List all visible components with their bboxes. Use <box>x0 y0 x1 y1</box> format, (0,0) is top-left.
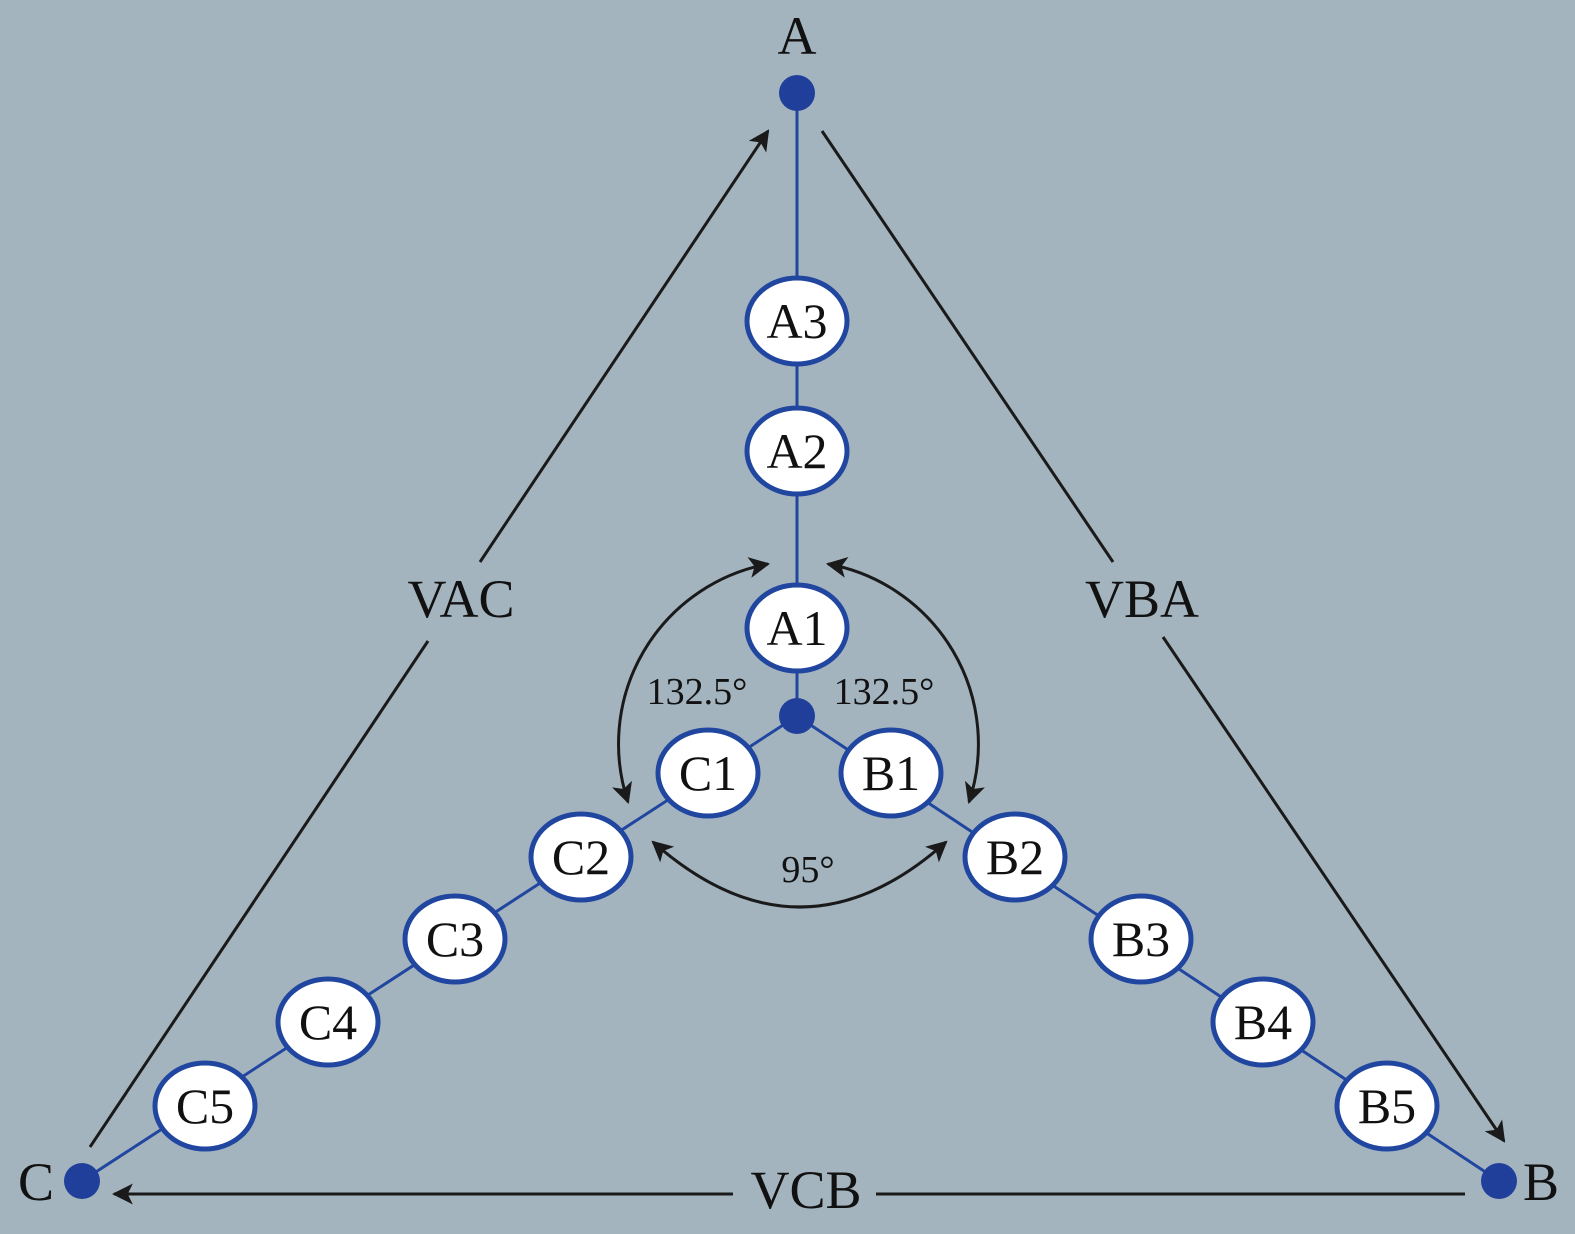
vac-label: VAC <box>407 569 514 629</box>
node-a1-label: A1 <box>766 600 827 656</box>
vba-arrow <box>1161 636 1506 1143</box>
node-b5: B5 <box>1334 1060 1440 1152</box>
dots <box>64 75 1517 1199</box>
node-c4: C4 <box>275 976 381 1068</box>
node-a3-label: A3 <box>766 293 827 349</box>
node-b4: B4 <box>1210 976 1316 1068</box>
node-a3: A3 <box>744 275 850 367</box>
node-b2: B2 <box>962 811 1068 903</box>
angle-bottom-label: 95° <box>781 849 834 891</box>
node-b4-label: B4 <box>1234 994 1292 1050</box>
node-c2: C2 <box>528 811 634 903</box>
terminal-a-dot <box>779 75 815 111</box>
vba-arrow-tail <box>820 130 1115 563</box>
node-c1: C1 <box>655 727 761 819</box>
node-c3: C3 <box>402 893 508 985</box>
arc-right <box>825 557 985 804</box>
terminal-a-label: A <box>778 6 817 66</box>
node-b2-label: B2 <box>986 829 1044 885</box>
node-a2: A2 <box>744 405 850 497</box>
terminal-c-label: C <box>18 1152 54 1212</box>
node-c3-label: C3 <box>426 911 484 967</box>
node-b1: B1 <box>838 727 944 819</box>
node-a2-label: A2 <box>766 423 827 479</box>
center-dot <box>779 698 815 734</box>
node-c2-label: C2 <box>552 829 610 885</box>
node-c1-label: C1 <box>679 745 737 801</box>
arc-left <box>612 557 771 804</box>
node-c4-label: C4 <box>299 994 357 1050</box>
vac-arrow <box>478 129 770 563</box>
terminal-b-dot <box>1481 1163 1517 1199</box>
node-c5: C5 <box>152 1060 258 1152</box>
node-b3: B3 <box>1088 893 1194 985</box>
arc-bottom <box>651 840 948 909</box>
node-a1: A1 <box>744 582 850 674</box>
vac-arrow-tail <box>88 640 430 1148</box>
node-c5-label: C5 <box>176 1078 234 1134</box>
terminal-c-dot <box>64 1163 100 1199</box>
angle-left-label: 132.5° <box>647 671 748 713</box>
vcb-label: VCB <box>750 1160 861 1220</box>
node-b1-label: B1 <box>862 745 920 801</box>
vba-label: VBA <box>1085 569 1199 629</box>
voltage-arrows <box>88 129 1506 1205</box>
angle-arcs <box>612 557 985 909</box>
angle-right-label: 132.5° <box>834 671 935 713</box>
terminal-b-label: B <box>1523 1152 1559 1212</box>
node-b3-label: B3 <box>1112 911 1170 967</box>
node-b5-label: B5 <box>1358 1078 1416 1134</box>
